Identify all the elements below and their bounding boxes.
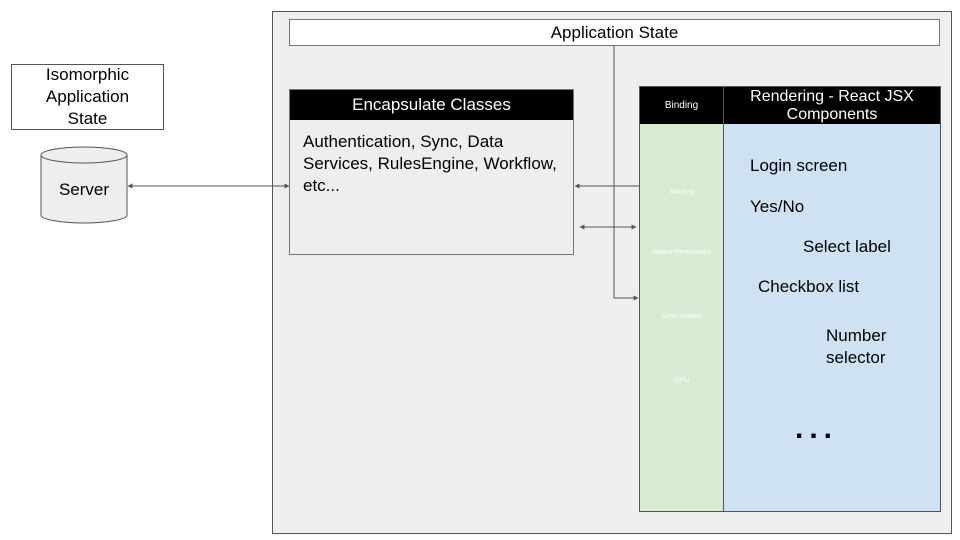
component-checkbox-list: Checkbox list (758, 277, 860, 296)
application-state-label: Application State (550, 23, 679, 42)
binding-title: Binding (640, 87, 723, 124)
plugin-geolocation-label: GeoLocation (662, 312, 702, 320)
isomorphic-state-label: Isomorphic Application State (45, 65, 130, 128)
binding-column (639, 86, 724, 512)
server-label: Server (58, 180, 110, 199)
plugin-routing-label: Routing (669, 188, 695, 196)
isomorphic-state-box: Isomorphic Application State (11, 64, 164, 130)
plugin-gpu-label: GPU (674, 376, 690, 384)
encapsulate-classes-body: Authentication, Sync, Data Services, Rul… (303, 132, 557, 195)
rendering-title: Rendering - React JSX Components (724, 87, 940, 124)
more-components-ellipsis: ... (795, 412, 839, 445)
component-select-label: Select label (803, 237, 891, 256)
encapsulate-classes-title: Encapsulate Classes (290, 90, 573, 120)
application-state-box: Application State (289, 19, 940, 46)
rendering-column (723, 86, 941, 512)
app-state-geolocation-connector (613, 46, 639, 301)
server-database-icon (40, 146, 128, 224)
plugin-native-persistence-label: Native Persistence (652, 248, 712, 256)
component-yes-no: Yes/No (750, 197, 805, 216)
component-number-selector: Number selector (826, 326, 887, 367)
component-login-screen: Login screen (750, 156, 848, 175)
